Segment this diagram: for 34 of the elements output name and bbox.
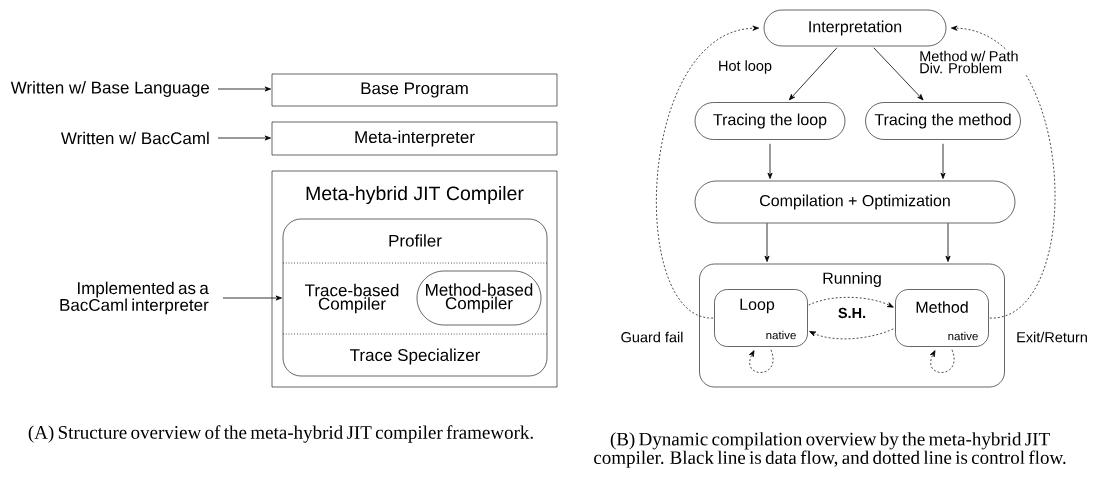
caption: (B) Dynamic compilation overview by the meta-hybrid JIT compiler. Black line is data flow, and dotted line is control flow. [594, 432, 1066, 468]
dashed-arrow [809, 328, 895, 340]
layer-box: Base Program [271, 73, 558, 107]
state-box: Method native [895, 289, 989, 347]
dashed-arrow [749, 349, 774, 373]
dashed-arrow [656, 25, 760, 319]
annotation-text: Implemented as a BacCaml interpreter [60, 281, 209, 315]
state-pill: Compilation + Optimization [694, 180, 1016, 224]
component-pill: Method-based Compiler [416, 270, 542, 326]
arrow [764, 222, 770, 262]
edge-label: S.H. [836, 306, 868, 320]
dashed-arrow [930, 349, 955, 373]
caption: (A) Structure overview of the meta-hybrid JIT compiler framework. [28, 425, 533, 443]
annotation-text: Written w/ Base Language [10, 81, 209, 97]
arrow [217, 86, 271, 92]
arrow [788, 47, 838, 101]
arrow [873, 47, 924, 101]
state-pill: Tracing the loop [694, 102, 846, 140]
edge-label: Guard fail [619, 330, 685, 344]
arrow [222, 295, 282, 301]
dashed-arrow [808, 297, 894, 308]
layer-box: Meta-interpreter [271, 121, 558, 156]
state-pill: Tracing the method [865, 102, 1021, 140]
arrow [940, 143, 946, 179]
arrow [945, 222, 951, 262]
annotation-text: Written w/ BacCaml [60, 131, 209, 145]
dashed-arrow [950, 25, 1055, 319]
state-pill: Interpretation [763, 9, 947, 47]
state-box: Loop native [714, 289, 808, 347]
arrow [767, 143, 773, 179]
arrow [217, 135, 271, 141]
edge-label: Method w/ Path Div. Problem [918, 49, 1036, 75]
edge-label: Hot loop [717, 59, 773, 75]
edge-label: Exit/Return [1015, 330, 1089, 344]
